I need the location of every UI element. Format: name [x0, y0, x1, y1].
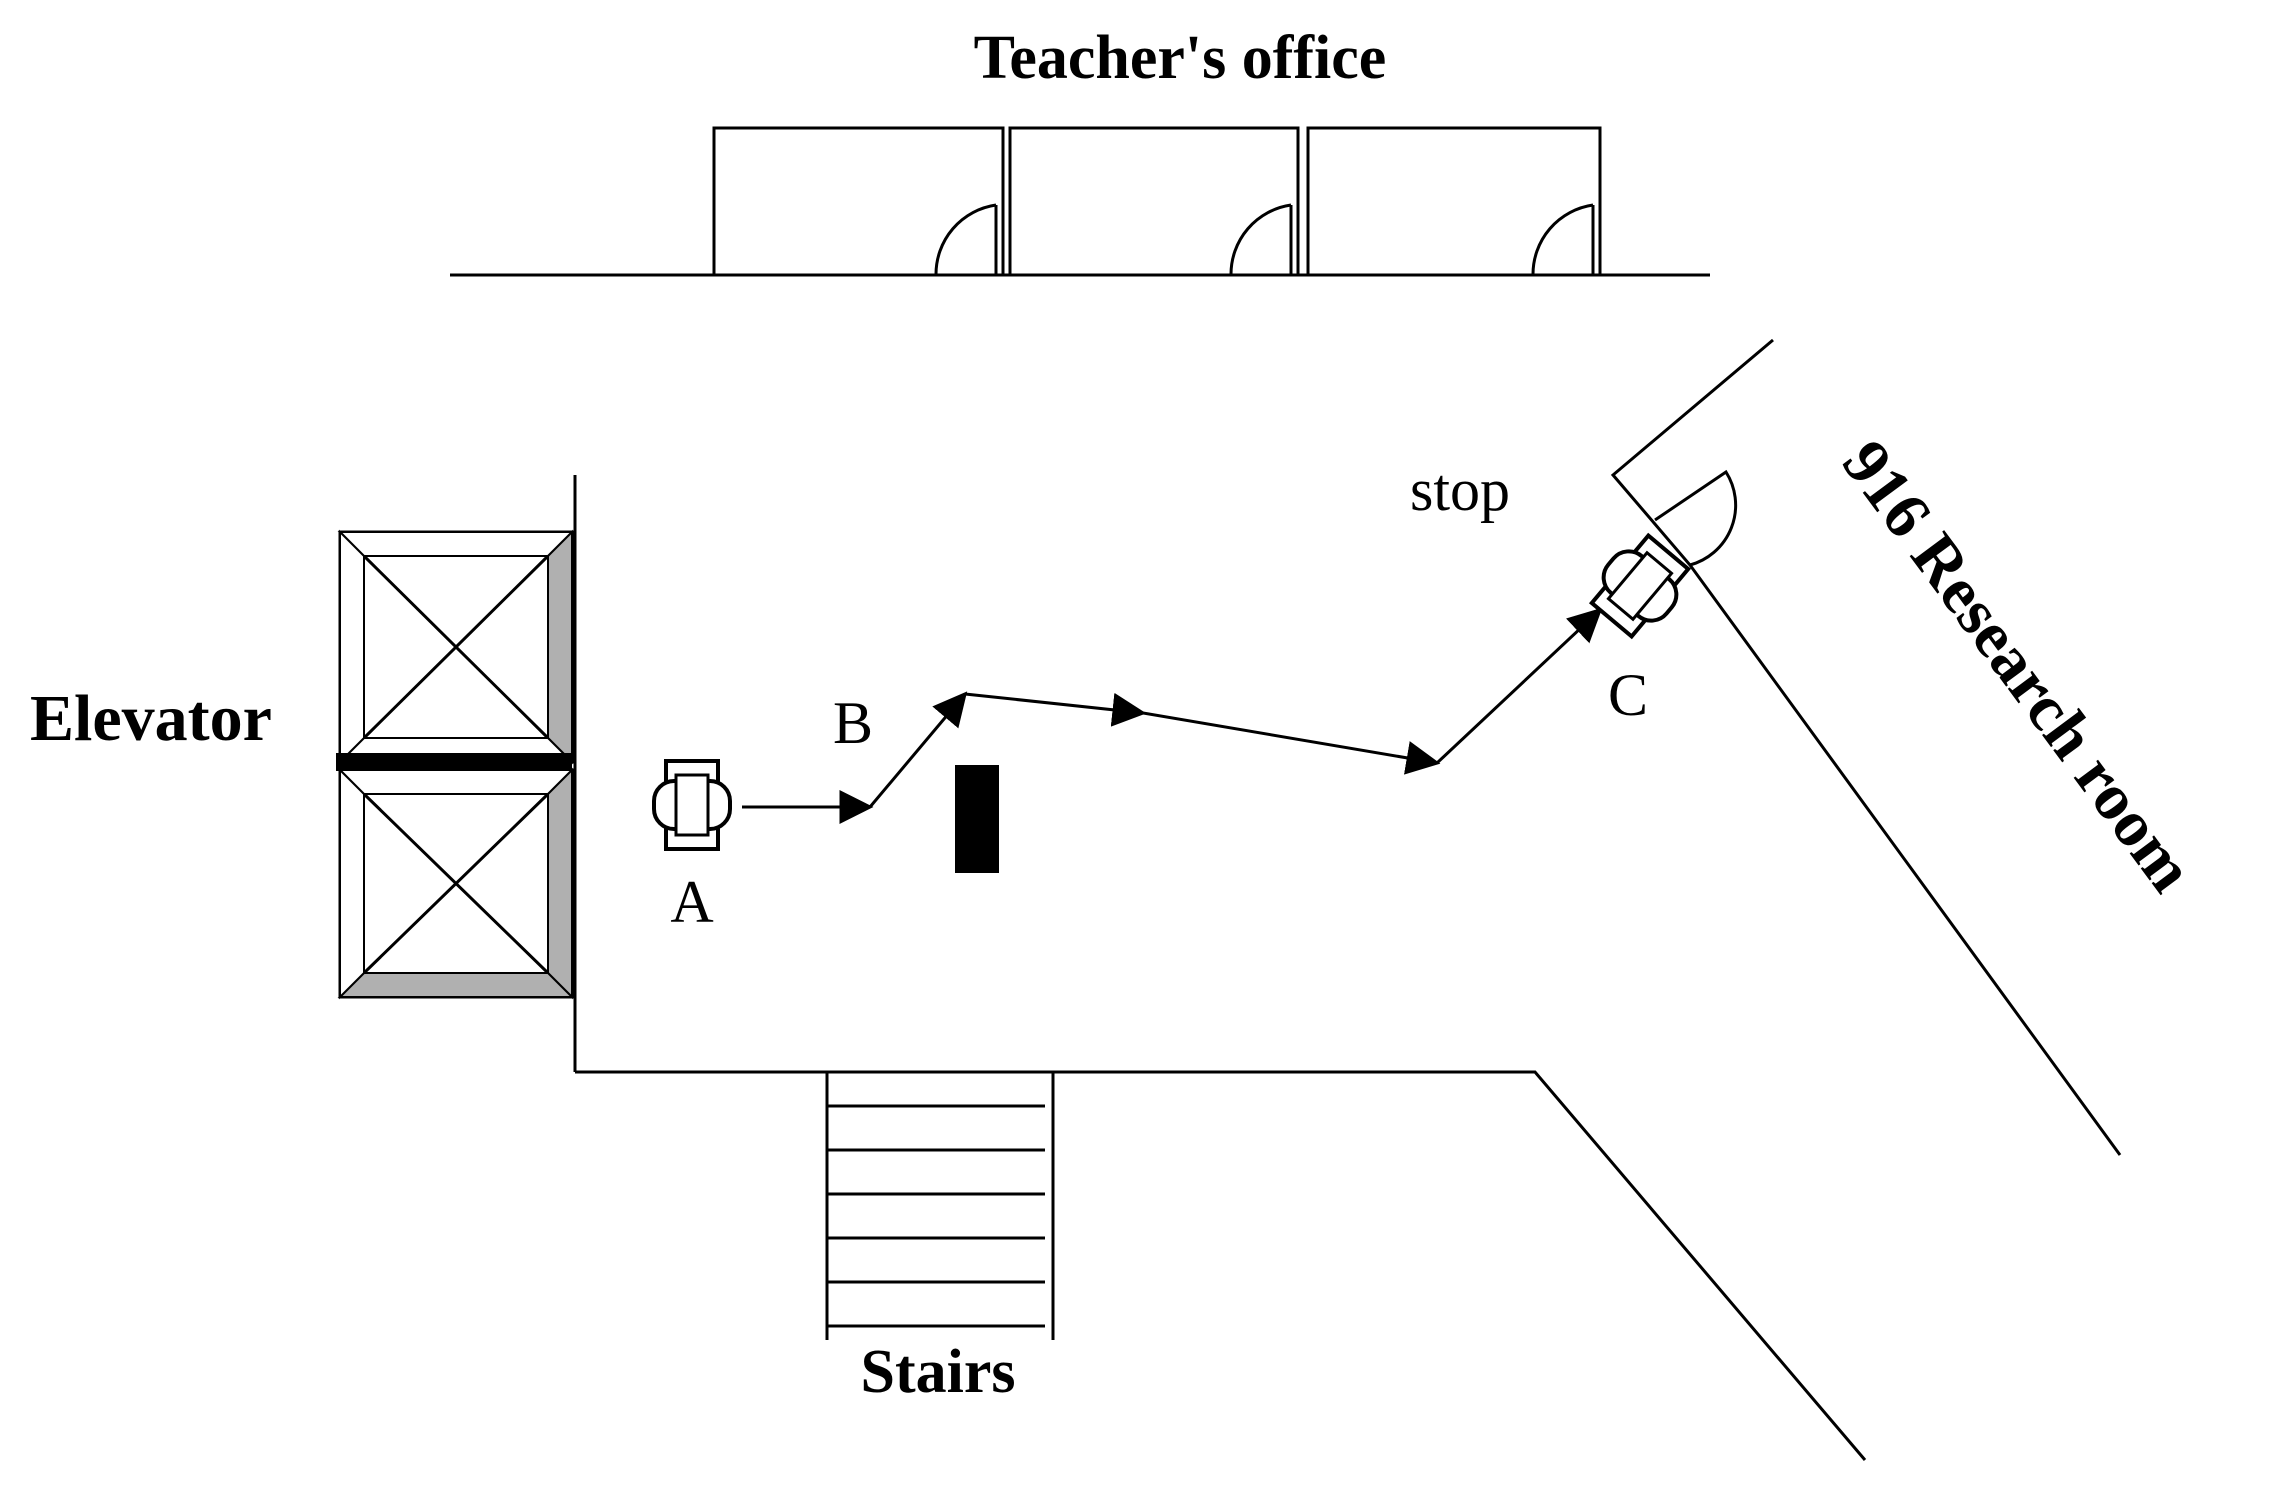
robot-path [742, 607, 1603, 824]
research-room-wall [1610, 338, 2122, 1156]
corridor-walls [573, 475, 1867, 1461]
robot-icon [1588, 532, 1692, 640]
point-b-label: B [833, 690, 873, 756]
office-room-3 [1306, 126, 1602, 276]
stairs-label: Stairs [861, 1338, 1016, 1406]
obstacle-block [955, 765, 999, 873]
elevator-car-upper [337, 529, 575, 765]
path-segment [1142, 711, 1441, 775]
bottom-wall [575, 1070, 1867, 1461]
research-room: 916 Research room [1610, 338, 2208, 1156]
path-segment [964, 692, 1147, 727]
elevator: Elevator [30, 529, 575, 1000]
door-arc-icon [934, 203, 997, 276]
path-segment [868, 691, 968, 808]
office-room-1 [712, 126, 1005, 276]
elevator-label: Elevator [30, 682, 272, 755]
path-segment [1435, 607, 1603, 765]
door-arc-icon [1531, 203, 1594, 276]
stop-label: stop [1410, 457, 1510, 523]
elevator-car-lower [337, 767, 575, 1000]
teachers-office-label: Teacher's office [974, 24, 1387, 92]
point-a-label: A [670, 869, 713, 935]
door-arc-icon [1654, 469, 1738, 567]
stairs: Stairs [825, 1072, 1055, 1406]
point-c-label: C [1608, 662, 1648, 728]
office-room-2 [1008, 126, 1300, 276]
teachers-office: Teacher's office [450, 24, 1710, 277]
robot-icon [652, 759, 732, 851]
door-arc-icon [1229, 203, 1292, 276]
